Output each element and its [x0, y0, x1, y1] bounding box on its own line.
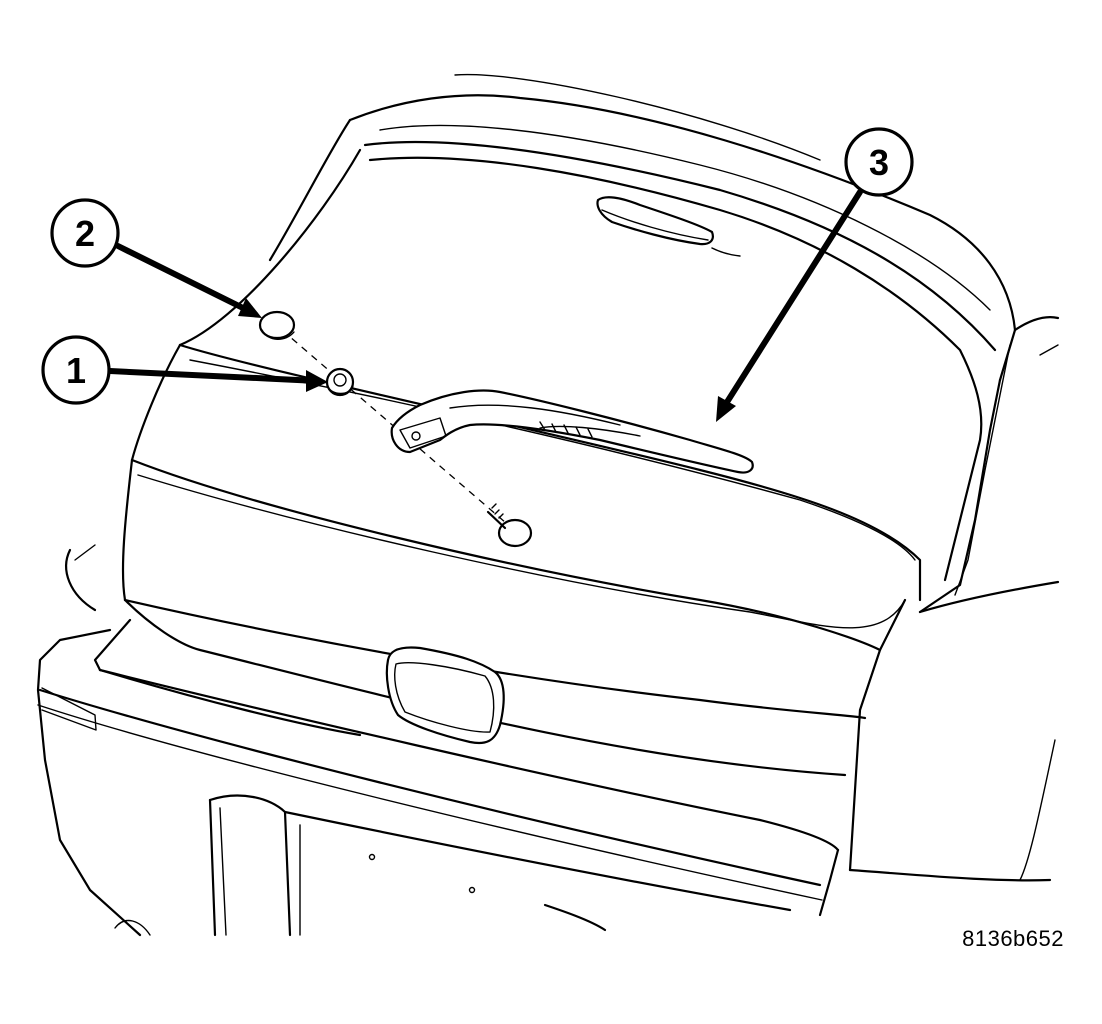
callout-2-label: 2	[75, 213, 95, 254]
liftgate-handle-recess	[385, 646, 505, 745]
callout-3-label: 3	[869, 142, 889, 183]
wiper-pivot-stud	[486, 503, 533, 548]
leader-lines	[107, 189, 863, 422]
figure-id-label: 8136b652	[962, 926, 1064, 951]
stop-lamp	[596, 196, 741, 257]
callout-2: 2	[50, 198, 120, 268]
wiper-arm-cap	[258, 310, 296, 340]
rear-wiper-arm	[390, 389, 754, 474]
leader-3	[719, 189, 863, 413]
liftgate-panel	[121, 343, 906, 777]
roof-spoiler	[268, 73, 1017, 382]
leader-1	[107, 368, 321, 384]
callout-3: 3	[844, 127, 914, 197]
leader-2	[115, 243, 258, 317]
callout-1-label: 1	[66, 350, 86, 391]
callout-1: 1	[41, 335, 111, 405]
wiper-arm-nut	[325, 367, 355, 397]
rear-bumper	[36, 544, 840, 937]
right-body-side	[848, 316, 1060, 882]
assembly-stack	[258, 310, 533, 548]
rear-window	[178, 148, 983, 602]
license-plate-area	[114, 794, 792, 937]
